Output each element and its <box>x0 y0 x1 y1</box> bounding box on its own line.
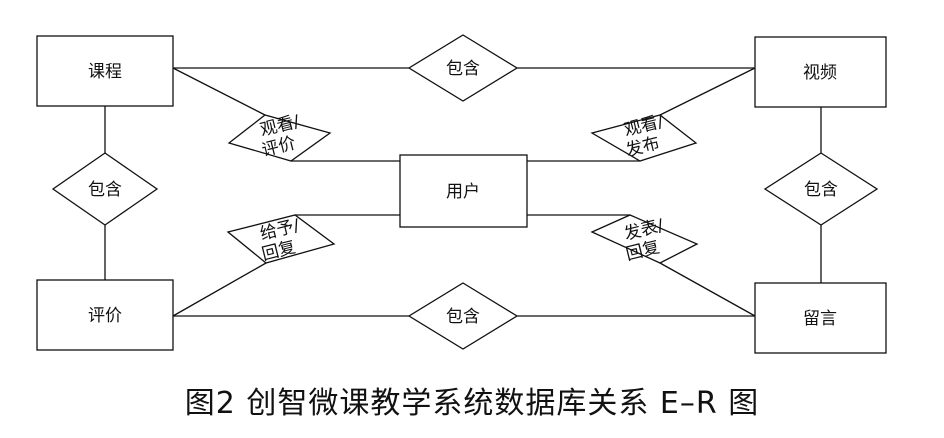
entity-message-label: 留言 <box>803 309 837 329</box>
relationship-course-video-label: 包含 <box>446 59 480 79</box>
entity-review: 评价 <box>36 279 174 351</box>
line-course-rel-watch <box>172 67 266 116</box>
relationship-video-message: 包含 <box>763 152 879 226</box>
entity-video: 视频 <box>754 36 887 108</box>
relationship-course-video: 包含 <box>407 34 519 102</box>
entity-user-label: 用户 <box>446 182 480 202</box>
connectors <box>104 67 822 317</box>
relationship-video-message-label: 包含 <box>804 180 838 200</box>
relationship-review-message-label: 包含 <box>446 307 480 327</box>
relationship-course-review: 包含 <box>51 152 159 226</box>
line-video-rel-publish <box>659 67 756 116</box>
entity-user: 用户 <box>399 154 528 228</box>
relationship-user-message: 发表/ 回复 <box>590 214 699 265</box>
er-diagram: 课程 视频 用户 评价 留言 包含 包含 包含 包含 观看/ 评价 观看/ <box>36 34 887 354</box>
entity-message: 留言 <box>754 282 887 354</box>
entity-review-label: 评价 <box>88 306 122 326</box>
relationship-user-course: 观看/ 评价 <box>227 112 332 162</box>
relationship-user-review: 给予/ 回复 <box>226 214 336 265</box>
relationship-course-review-label: 包含 <box>88 180 122 200</box>
relationship-user-video: 观看/ 发布 <box>590 112 698 162</box>
figure-caption: 图2 创智微课教学系统数据库关系 E–R 图 <box>184 386 760 421</box>
line-rel-give-review <box>172 262 267 317</box>
entity-course: 课程 <box>36 35 174 107</box>
entity-course-label: 课程 <box>88 62 122 82</box>
line-rel-post-message <box>659 262 756 317</box>
entity-video-label: 视频 <box>803 63 837 83</box>
relationship-review-message: 包含 <box>407 282 519 350</box>
